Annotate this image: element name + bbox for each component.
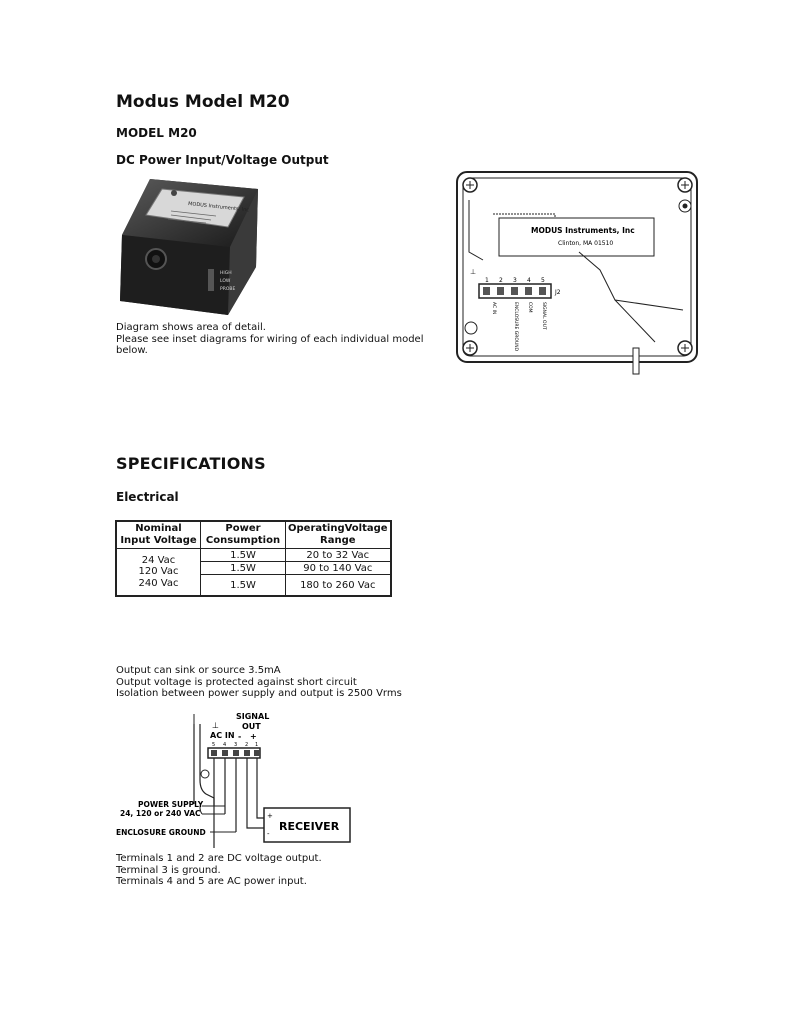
product-photo: MODUS Instruments, Inc HIGH LOW PROBE xyxy=(120,179,258,315)
detail-location: Clinton, MA 01510 xyxy=(558,240,613,247)
power-supply-voltage: 24, 120 or 240 VAC xyxy=(120,809,201,818)
svg-text:1: 1 xyxy=(255,742,258,748)
intro-text: Diagram shows area of detail. Please see… xyxy=(116,322,424,356)
header-power: Power Consumption xyxy=(200,520,286,549)
detail-company: MODUS Instruments, Inc xyxy=(531,226,635,235)
out-label: OUT xyxy=(242,722,261,731)
range-cell: 180 to 260 Vac xyxy=(284,574,392,597)
svg-text:COM: COM xyxy=(527,302,533,313)
power-supply-label: POWER SUPPLY xyxy=(138,800,204,809)
range-cell: 20 to 32 Vac xyxy=(284,548,392,562)
svg-text:5: 5 xyxy=(541,277,545,284)
header-nominal-input: Nominal Input Voltage xyxy=(115,520,201,549)
svg-text:-: - xyxy=(267,830,270,838)
detail-diagram: MODUS Instruments, Inc Clinton, MA 01510… xyxy=(456,171,698,375)
svg-text:5: 5 xyxy=(212,742,215,748)
svg-text:2: 2 xyxy=(245,742,248,748)
electrical-heading: Electrical xyxy=(116,490,179,504)
svg-text:-: - xyxy=(238,732,241,741)
enclosure-ground-label: ENCLOSURE GROUND xyxy=(116,828,206,837)
specs-heading: SPECIFICATIONS xyxy=(116,454,266,473)
svg-text:AC IN: AC IN xyxy=(491,302,497,314)
subheading: DC Power Input/Voltage Output xyxy=(116,153,329,167)
table-row: 1.5W 180 to 260 Vac xyxy=(116,574,392,597)
svg-text:+: + xyxy=(250,732,257,741)
table-header-row: Nominal Input Voltage Power Consumption … xyxy=(115,520,392,549)
spec-table: Nominal Input Voltage Power Consumption … xyxy=(115,520,392,597)
power-cell: 1.5W xyxy=(200,548,286,562)
page-title: Modus Model M20 xyxy=(116,92,290,112)
svg-text:1: 1 xyxy=(485,277,489,284)
header-range: OperatingVoltage Range xyxy=(284,520,392,549)
connector-label: J2 xyxy=(554,289,561,296)
svg-text:⊥: ⊥ xyxy=(212,721,219,730)
terminal-notes: Terminals 1 and 2 are DC voltage output.… xyxy=(116,853,322,887)
receiver-label: RECEIVER xyxy=(279,820,340,833)
svg-text:3: 3 xyxy=(234,742,237,748)
signal-label: SIGNAL xyxy=(236,712,269,721)
svg-text:⊥: ⊥ xyxy=(470,268,476,276)
range-cell: 90 to 140 Vac xyxy=(284,561,392,575)
svg-text:4: 4 xyxy=(223,742,226,748)
switch-label-high: HIGH xyxy=(220,270,232,276)
voltage-cell: 24 Vac 120 Vac 240 Vac xyxy=(115,548,201,597)
table-row: 1.5W 90 to 140 Vac xyxy=(116,561,392,575)
table-row: 24 Vac 120 Vac 240 Vac 1.5W 20 to 32 Vac xyxy=(115,548,392,597)
svg-text:4: 4 xyxy=(527,277,531,284)
switch-label-low: LOW xyxy=(220,278,231,284)
output-notes: Output can sink or source 3.5mA Output v… xyxy=(116,665,402,699)
switch-label-probe: PROBE xyxy=(220,286,235,292)
model-heading: MODEL M20 xyxy=(116,126,197,140)
svg-text:2: 2 xyxy=(499,277,503,284)
power-cell: 1.5W xyxy=(200,561,286,575)
wiring-diagram: SIGNAL OUT ⊥ AC IN - + 5 4 3 2 1 POWER S… xyxy=(116,712,351,848)
svg-text:SIGNAL OUT: SIGNAL OUT xyxy=(541,302,547,330)
svg-text:3: 3 xyxy=(513,277,517,284)
ac-in-label: AC IN xyxy=(210,731,235,740)
power-cell: 1.5W xyxy=(200,574,286,597)
svg-text:+: + xyxy=(267,812,273,820)
svg-text:ENCLOSURE GROUND: ENCLOSURE GROUND xyxy=(513,302,519,352)
